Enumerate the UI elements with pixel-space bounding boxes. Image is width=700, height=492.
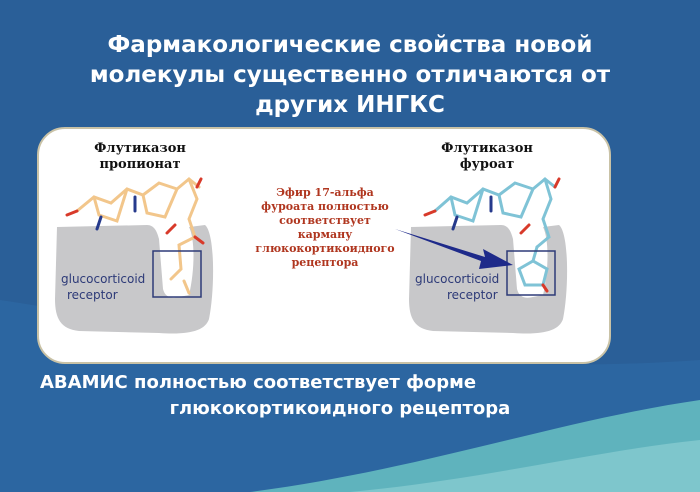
right-receptor-label: glucocorticoid receptor <box>415 272 500 302</box>
molecule-diagram <box>55 177 568 334</box>
left-receptor-label: glucocorticoid receptor <box>61 272 146 302</box>
pointer-arrow <box>395 229 513 269</box>
slide-conclusion: АВАМИС полностью соответствует форме глю… <box>40 372 511 419</box>
left-receptor-shape <box>55 225 214 334</box>
slide-title: Фармакологические свойства новой молекул… <box>89 32 611 118</box>
furoate-pocket-note: Эфир 17-альфа фуроата полностью соответс… <box>255 186 395 269</box>
molecule-comparison-panel: Флутиказон пропионат Флутиказон фуроат g… <box>37 127 611 364</box>
right-molecule-title: Флутиказон фуроат <box>441 141 533 172</box>
left-molecule-title: Флутиказон пропионат <box>94 141 186 172</box>
furoate-molecule <box>433 177 557 287</box>
right-pocket-box <box>506 250 556 296</box>
right-receptor-shape <box>409 225 568 334</box>
left-pocket-box <box>152 250 202 298</box>
